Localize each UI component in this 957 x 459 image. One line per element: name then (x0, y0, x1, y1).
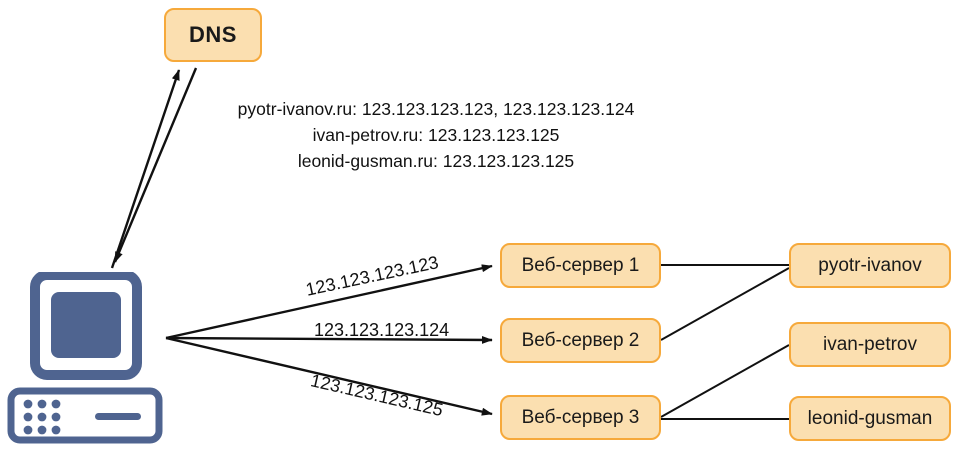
node-web-server-1[interactable]: Веб-сервер 1 (500, 243, 661, 288)
node-dns-label: DNS (189, 22, 237, 47)
node-web-server-1-label: Веб-сервер 1 (521, 255, 640, 276)
node-domain-pyotr-ivanov[interactable]: pyotr-ivanov (789, 243, 951, 288)
ip-label-2-text: 123.123.123.124 (314, 320, 450, 340)
connector-client-to-server-2 (165, 335, 493, 344)
node-domain-ivan-petrov[interactable]: ivan-petrov (789, 322, 951, 367)
node-domain-leonid-gusman[interactable]: leonid-gusman (789, 396, 951, 441)
ip-label-2: 123.123.123.124 (314, 321, 449, 339)
node-web-server-2-label: Веб-сервер 2 (521, 330, 640, 351)
client-computer-icon (6, 270, 182, 450)
dns-records: pyotr-ivanov.ru: 123.123.123.123, 123.12… (176, 96, 696, 174)
node-domain-leonid-gusman-label: leonid-gusman (807, 408, 933, 429)
dns-record-line-2: ivan-petrov.ru: 123.123.123.125 (312, 125, 560, 145)
connector-dns-to-client (113, 67, 198, 263)
node-web-server-2[interactable]: Веб-сервер 2 (500, 318, 661, 363)
connector-client-to-server-3 (165, 336, 493, 416)
connector-client-to-server-1 (165, 264, 493, 340)
node-web-server-3[interactable]: Веб-сервер 3 (500, 395, 661, 440)
dns-record-line-1: pyotr-ivanov.ru: 123.123.123.123, 123.12… (237, 99, 635, 119)
connector-server-2-to-pyotr-ivanov (660, 267, 790, 341)
node-web-server-3-label: Веб-сервер 3 (521, 407, 640, 428)
connector-server-3-to-ivan-petrov (660, 344, 790, 418)
node-domain-ivan-petrov-label: ivan-petrov (823, 334, 917, 355)
node-dns[interactable]: DNS (164, 8, 262, 62)
dns-record-line-3: leonid-gusman.ru: 123.123.123.125 (297, 151, 575, 171)
desktop-computer-icon (7, 270, 163, 444)
node-domain-pyotr-ivanov-label: pyotr-ivanov (818, 255, 922, 276)
connector-client-to-dns (110, 69, 181, 269)
